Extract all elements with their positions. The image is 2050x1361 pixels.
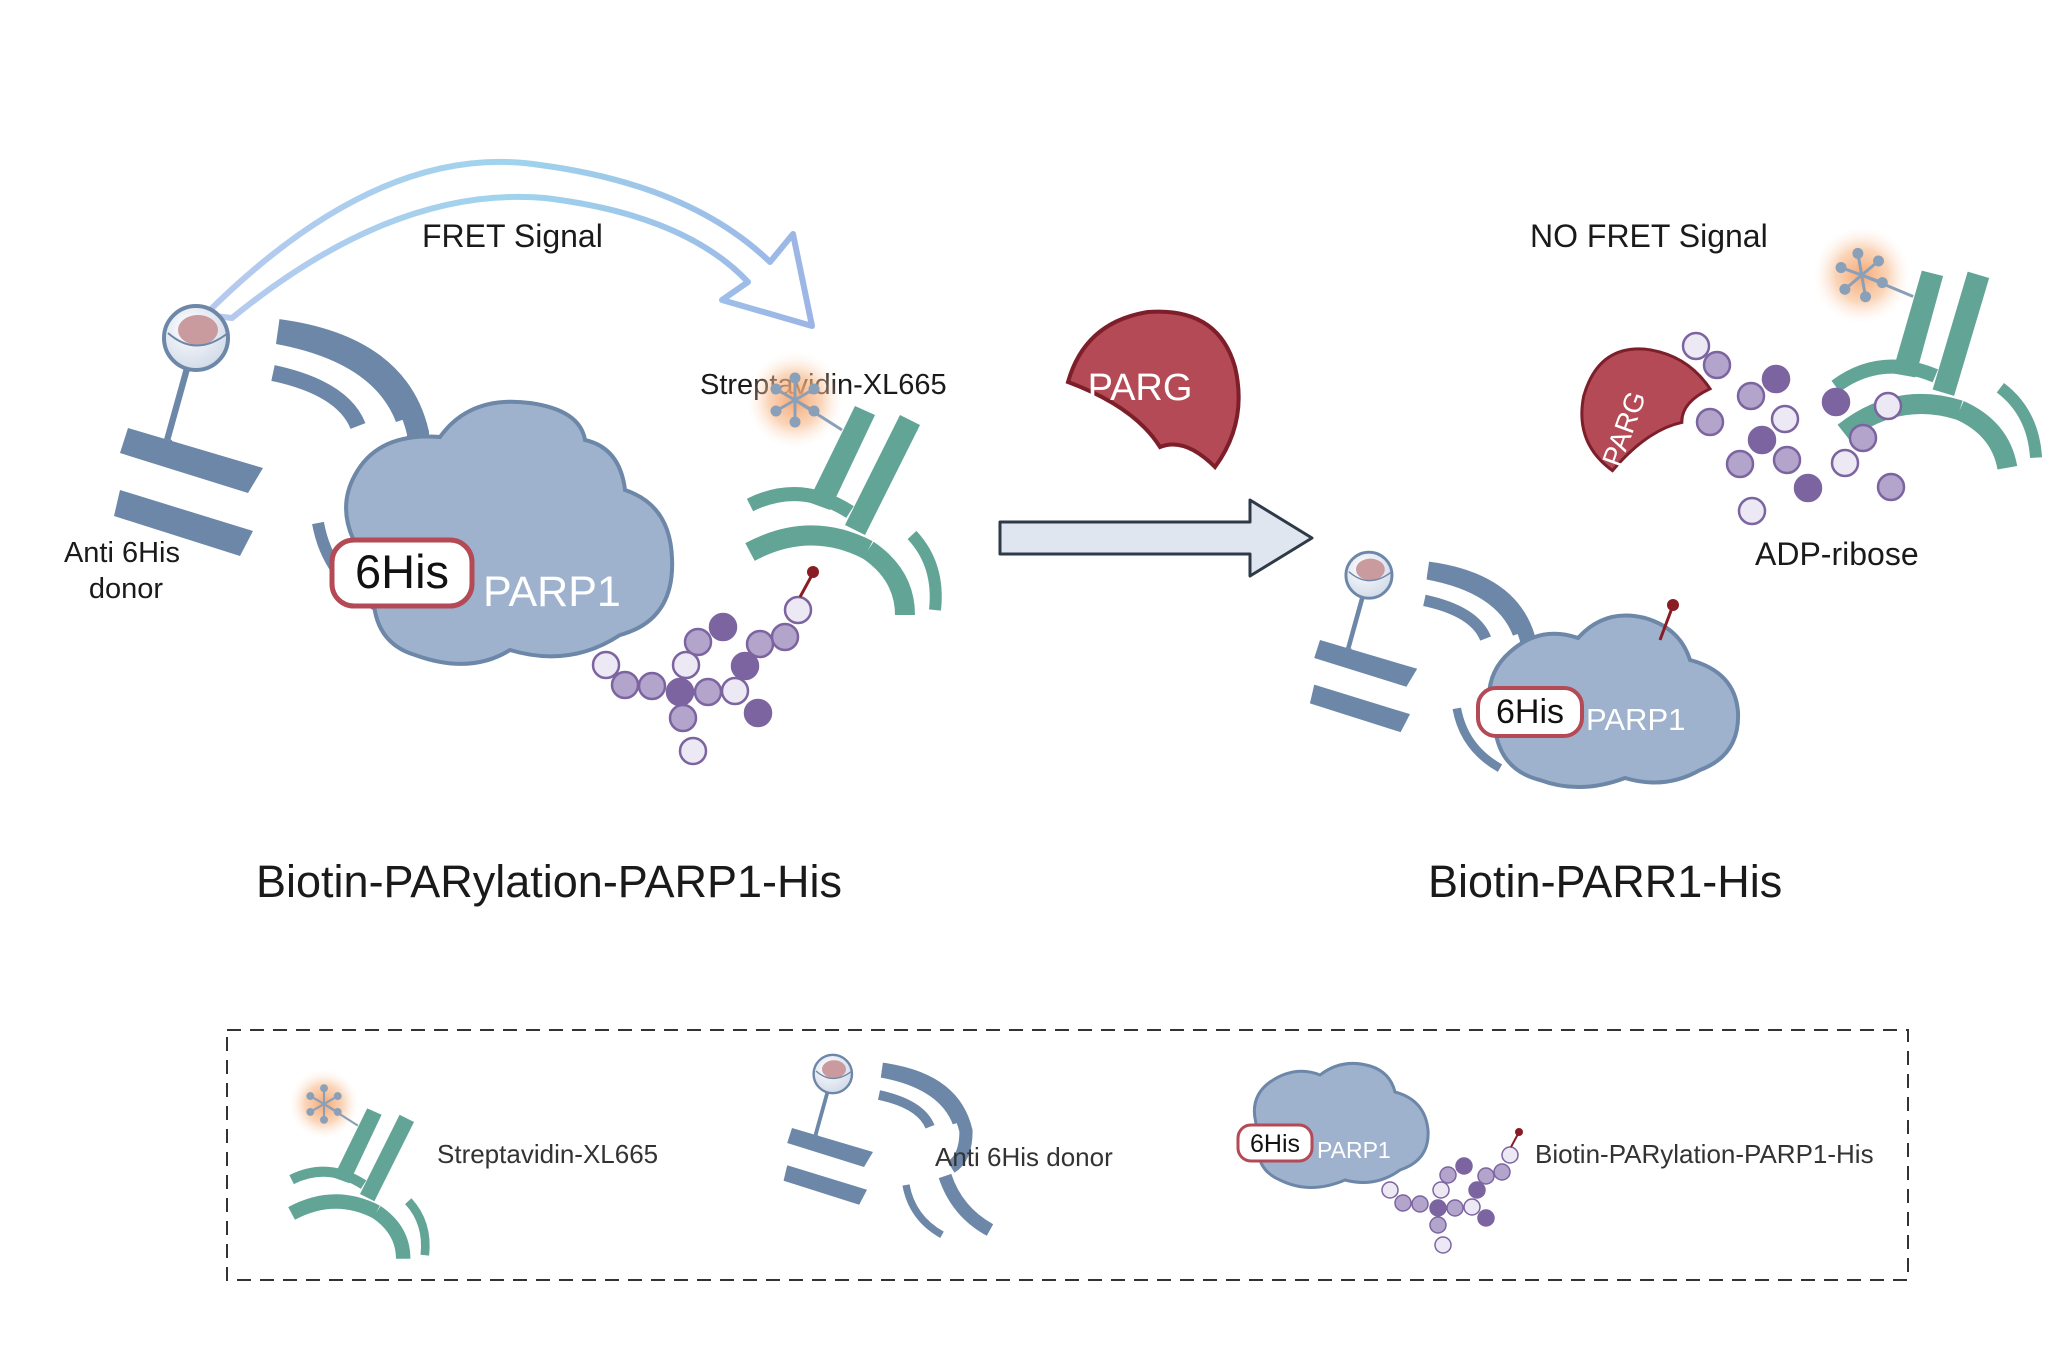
adp-ribose-beads bbox=[1681, 331, 1906, 526]
svg-text:6His: 6His bbox=[1496, 693, 1564, 731]
legend-streptavidin-icon bbox=[289, 1069, 425, 1258]
parp1-label-right: PARP1 bbox=[1586, 702, 1685, 737]
parp1-protein bbox=[344, 399, 675, 666]
left-panel-title: Biotin-PARylation-PARP1-His bbox=[256, 856, 842, 907]
anti-6his-donor-label: Anti 6His donor bbox=[64, 537, 188, 605]
svg-text:6His: 6His bbox=[355, 545, 449, 598]
parg-enzyme-label: PARG bbox=[1088, 367, 1193, 409]
fret-arc-arrow bbox=[202, 159, 815, 329]
adp-ribose-label: ADP-ribose bbox=[1755, 536, 1919, 572]
legend-box bbox=[226, 1029, 1909, 1281]
legend-parp1-icon: 6His PARP1 bbox=[1236, 1062, 1523, 1254]
6his-tag-right: 6His bbox=[1476, 686, 1584, 738]
parp1-label: PARP1 bbox=[483, 568, 621, 616]
reaction-arrow bbox=[998, 498, 1314, 578]
legend-item-anti-6his-donor-label: Anti 6His donor bbox=[935, 1142, 1113, 1172]
legend-item-streptavidin-label: Streptavidin-XL665 bbox=[437, 1139, 658, 1169]
parp1-protein-right bbox=[1487, 599, 1741, 789]
6his-tag: 6His bbox=[329, 537, 475, 609]
svg-text:PARP1: PARP1 bbox=[1317, 1137, 1391, 1163]
svg-text:6His: 6His bbox=[1250, 1130, 1300, 1158]
fret-signal-label: FRET Signal bbox=[422, 218, 603, 254]
no-fret-signal-label: NO FRET Signal bbox=[1530, 218, 1768, 254]
legend-item-parylation-label: Biotin-PARylation-PARP1-His bbox=[1535, 1139, 1874, 1169]
right-panel-title: Biotin-PARR1-His bbox=[1428, 856, 1782, 907]
par-chain bbox=[591, 566, 819, 766]
